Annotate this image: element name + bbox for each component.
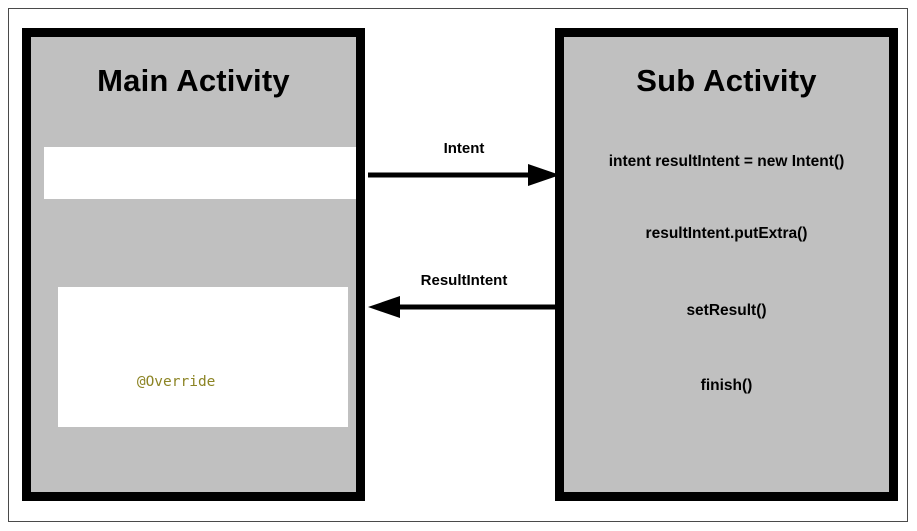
intent-arrow-group: Intent: [368, 140, 560, 186]
intent-arrow-label: Intent: [443, 140, 485, 157]
sub-activity-panel: Sub Activity intent resultIntent = new I…: [555, 28, 898, 501]
code-token-annotation: @Override: [136, 374, 216, 390]
sub-activity-statement: finish(): [700, 377, 753, 394]
main-activity-title: Main Activity: [97, 63, 290, 98]
outer-frame: [8, 8, 908, 522]
main-activity-panel: Main Activity Intent intent = new Intent…: [22, 28, 365, 501]
code-line: Intent intent = new Intent();: [51, 198, 356, 199]
sub-activity-statement: intent resultIntent = new Intent(): [608, 153, 845, 170]
main-activity-code-block-2: @Override protected void onActivityResul…: [58, 287, 348, 427]
arrow-left-icon: [368, 296, 560, 318]
resultintent-arrow-group: ResultIntent: [368, 272, 560, 318]
sub-activity-title: Sub Activity: [636, 63, 817, 98]
code-line: @Override: [67, 343, 348, 421]
resultintent-arrow-label: ResultIntent: [420, 272, 508, 289]
main-activity-code-block-1: Intent intent = new Intent(); startActiv…: [44, 147, 356, 199]
arrow-right-icon: [368, 164, 560, 186]
sub-activity-statement: setResult(): [686, 302, 767, 319]
sub-activity-statement: resultIntent.putExtra(): [645, 225, 808, 242]
